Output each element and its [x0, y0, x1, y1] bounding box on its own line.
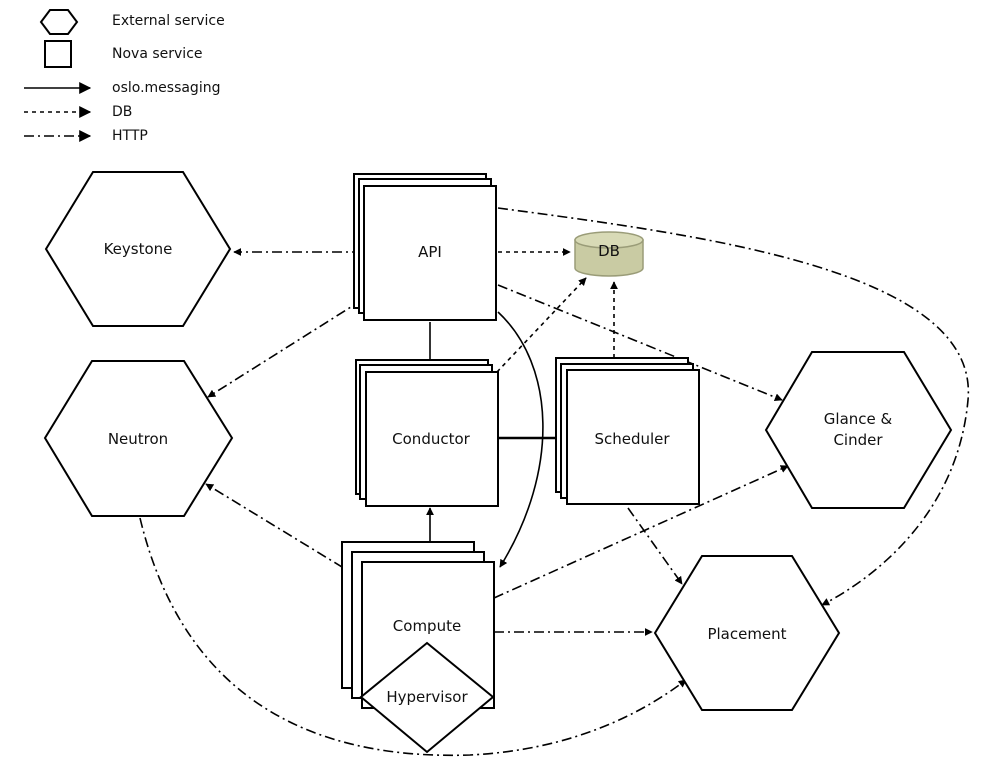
neutron-hexagon	[43, 360, 234, 517]
db-cylinder	[574, 239, 644, 277]
edge-api-neutron	[207, 299, 363, 398]
edge-neutron-placement	[139, 517, 687, 757]
edge-conductor-db	[496, 277, 587, 373]
edges	[139, 207, 969, 757]
legend-external-service: External service	[112, 13, 225, 29]
hypervisor-diamond	[359, 641, 495, 754]
api-box	[363, 185, 497, 321]
legend: External service Nova service oslo.messa…	[24, 9, 225, 144]
db-label: DB	[598, 242, 620, 260]
compute-label: Compute	[393, 617, 461, 635]
node-api[interactable]: API	[353, 173, 497, 321]
placement-hexagon	[653, 555, 841, 711]
glance-cinder-label-line1: Glance &	[824, 410, 893, 428]
legend-http: HTTP	[112, 128, 148, 144]
hexagon-icon	[39, 9, 79, 35]
edge-compute-glance	[493, 465, 789, 599]
glance-cinder-label-line2: Cinder	[833, 431, 883, 449]
scheduler-label: Scheduler	[594, 430, 670, 448]
scheduler-box	[566, 369, 700, 505]
conductor-box	[365, 371, 499, 507]
node-keystone[interactable]: Keystone	[44, 171, 232, 327]
legend-nova-service: Nova service	[112, 46, 203, 62]
edge-compute-neutron	[205, 483, 361, 579]
node-glance-cinder[interactable]: Glance & Cinder	[764, 351, 953, 509]
node-placement[interactable]: Placement	[653, 555, 841, 711]
node-db[interactable]: DB	[574, 231, 644, 277]
conductor-label: Conductor	[392, 430, 470, 448]
placement-label: Placement	[707, 625, 786, 643]
api-label: API	[418, 243, 442, 261]
hypervisor-label: Hypervisor	[386, 688, 468, 706]
legend-db: DB	[112, 104, 132, 120]
glance-cinder-hexagon	[764, 351, 953, 509]
edge-api-glance	[497, 284, 783, 402]
square-icon	[44, 40, 72, 68]
node-scheduler[interactable]: Scheduler	[555, 357, 700, 505]
legend-oslo-messaging: oslo.messaging	[112, 80, 220, 96]
keystone-hexagon	[44, 171, 232, 327]
db-cylinder-top	[574, 231, 644, 249]
edge-scheduler-placement	[627, 507, 683, 585]
keystone-label: Keystone	[104, 240, 173, 258]
node-compute[interactable]: Compute Hypervisor	[341, 541, 495, 754]
node-neutron[interactable]: Neutron	[43, 360, 234, 517]
neutron-label: Neutron	[108, 430, 168, 448]
edge-api-compute	[497, 311, 544, 568]
node-conductor[interactable]: Conductor	[355, 359, 499, 507]
